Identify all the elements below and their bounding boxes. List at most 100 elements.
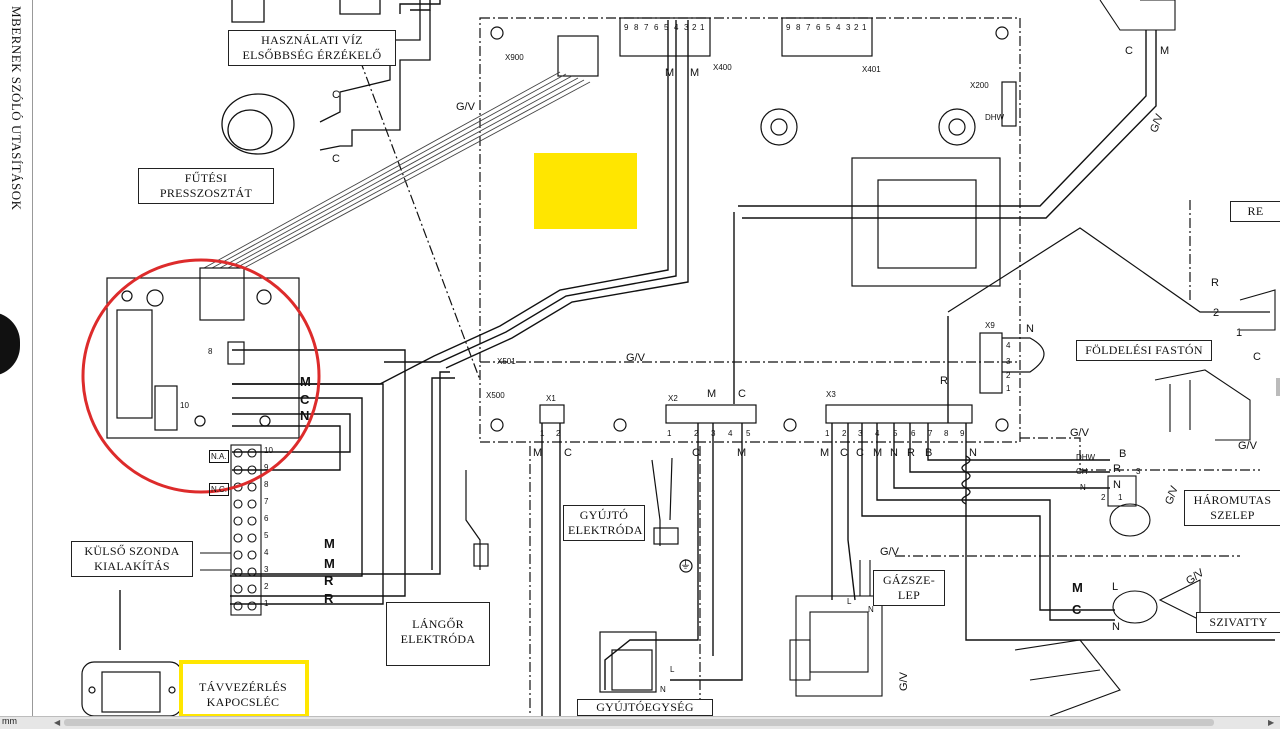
horizontal-scrollbar[interactable]: ◀ ▶ — [0, 716, 1280, 729]
x401-pin-6: 4 — [836, 23, 841, 32]
right-pin-1: 1 — [1236, 327, 1243, 339]
x200-label: X200 — [970, 81, 989, 90]
scroll-right-arrow-icon[interactable]: ▶ — [1268, 718, 1275, 727]
terminal-10: 10 — [264, 446, 273, 455]
x3-pin-5: 5 — [893, 429, 898, 438]
right-pin-2: 2 — [1213, 307, 1220, 319]
x400-pin-4: 6 — [654, 23, 659, 32]
terminal-9: 9 — [264, 463, 269, 472]
x9-label: X9 — [985, 321, 995, 330]
terminal-8: 8 — [264, 480, 269, 489]
x3-pin-9: 9 — [960, 429, 965, 438]
x9-pin-1: 1 — [1006, 384, 1011, 393]
valve-pin-2: 2 — [1101, 493, 1106, 502]
x401-pin-9: 1 — [862, 23, 867, 32]
terminal-nc-label: N.C. — [209, 483, 229, 496]
wire-c-pump: C — [1072, 602, 1082, 617]
wire-gv-ground: G/V — [1070, 427, 1089, 439]
wire-gv-board: G/V — [626, 352, 645, 364]
wire-c-x1: C — [564, 447, 572, 459]
wire-n-ignition: N — [660, 685, 666, 694]
wire-c-board: C — [300, 392, 310, 407]
ground-symbol: ⏚ — [680, 559, 691, 571]
wire-c-right: C — [1253, 351, 1261, 363]
x2-pin-3: 3 — [711, 429, 716, 438]
ruler-unit-label: mm — [2, 716, 17, 726]
wire-m-top: M — [1160, 45, 1170, 57]
wire-c-x3-2: C — [856, 447, 864, 459]
terminal-3: 3 — [264, 565, 269, 574]
valve-pin-3: 3 — [1136, 467, 1141, 476]
wire-l-ignition: L — [670, 665, 675, 674]
wire-c-x2-top: C — [738, 388, 746, 400]
x3-pin-1: 1 — [825, 429, 830, 438]
wire-gv-bottom: G/V — [897, 672, 910, 691]
n-wire-label: N — [1080, 483, 1086, 492]
wire-m-x3-2: M — [873, 447, 883, 459]
wire-l-pump: L — [1112, 581, 1119, 593]
wire-n-board: N — [300, 408, 310, 423]
board-pin-7-8: 8 — [208, 347, 213, 356]
wire-n-x3-9: N — [969, 447, 977, 459]
x1-pin-2: 2 — [556, 429, 561, 438]
x3-pin-2: 2 — [842, 429, 847, 438]
scroll-left-arrow-icon[interactable]: ◀ — [54, 718, 61, 727]
x401-pin-1: 9 — [786, 23, 791, 32]
terminal-2: 2 — [264, 582, 269, 591]
x400-pin-9: 1 — [700, 23, 705, 32]
ignition-unit-label: GYÚJTÓEGYSÉG — [577, 699, 713, 716]
dhw-pot-label: DHW — [985, 113, 1005, 122]
wire-m-x400-2: M — [690, 67, 700, 79]
control-board-outline — [479, 17, 1021, 443]
wire-r-1: R — [324, 573, 334, 588]
x1-pin-1: 1 — [540, 429, 545, 438]
x900-label: X900 — [505, 53, 524, 62]
x9-pin-2: 2 — [1006, 371, 1011, 380]
pump-label: SZIVATTY — [1196, 612, 1280, 633]
wire-l-gasvalve: L — [847, 597, 852, 606]
wire-r-2: R — [324, 591, 334, 606]
page-sidebar: MBERNEK SZÓLÓ UTASÍTÁSOK — [0, 0, 33, 716]
wire-b-valve: B — [1119, 448, 1127, 460]
right-edge-label: RE — [1230, 201, 1280, 222]
three-way-valve-label: HÁROMUTAS SZELEP — [1184, 490, 1280, 526]
x2-pin-4: 4 — [728, 429, 733, 438]
wire-b-x3: B — [925, 447, 933, 459]
heating-pressostat-label: FŰTÉSI PRESSZOSZTÁT — [138, 168, 274, 204]
terminal-7: 7 — [264, 497, 269, 506]
x2-pin-5: 5 — [746, 429, 751, 438]
wire-m-pump: M — [1072, 580, 1083, 595]
wire-m-board: M — [300, 374, 311, 389]
yellow-highlight-box — [179, 660, 309, 716]
gas-valve-label: GÁZSZE- LEP — [873, 570, 945, 606]
page-number-badge — [0, 312, 20, 376]
wire-n-gasvalve: N — [868, 605, 874, 614]
wire-r-right: R — [1211, 277, 1219, 289]
wire-m-x2: M — [737, 447, 747, 459]
wire-n-x3: N — [890, 447, 898, 459]
wire-gv-valve: G/V — [1238, 440, 1257, 452]
wire-m-x3: M — [820, 447, 830, 459]
scroll-thumb[interactable] — [64, 719, 1214, 726]
x401-pin-7: 3 — [846, 23, 851, 32]
board-pin-10: 10 — [180, 401, 189, 410]
wire-c-pressostat-2: C — [332, 153, 340, 165]
terminal-4: 4 — [264, 548, 269, 557]
x2-pin-1: 1 — [667, 429, 672, 438]
x400-pin-7: 3 — [684, 23, 689, 32]
terminal-na-label: N.A. — [209, 450, 229, 463]
wire-r-x9: R — [940, 375, 948, 387]
wire-m-x2-top: M — [707, 388, 717, 400]
dhw-sensor-label: HASZNÁLATI VÍZ ELSŐBBSÉG ÉRZÉKELŐ — [228, 30, 396, 66]
dhw-wire-label: DHW — [1076, 453, 1096, 462]
wire-r-valve: R — [1113, 463, 1121, 475]
x9-pin-4: 4 — [1006, 341, 1011, 350]
x401-pin-8: 2 — [854, 23, 859, 32]
vertical-scroll-marker[interactable] — [1276, 378, 1280, 396]
x1-label: X1 — [546, 394, 556, 403]
red-annotation-circle — [81, 258, 321, 494]
x401-pin-3: 7 — [806, 23, 811, 32]
terminal-5: 5 — [264, 531, 269, 540]
